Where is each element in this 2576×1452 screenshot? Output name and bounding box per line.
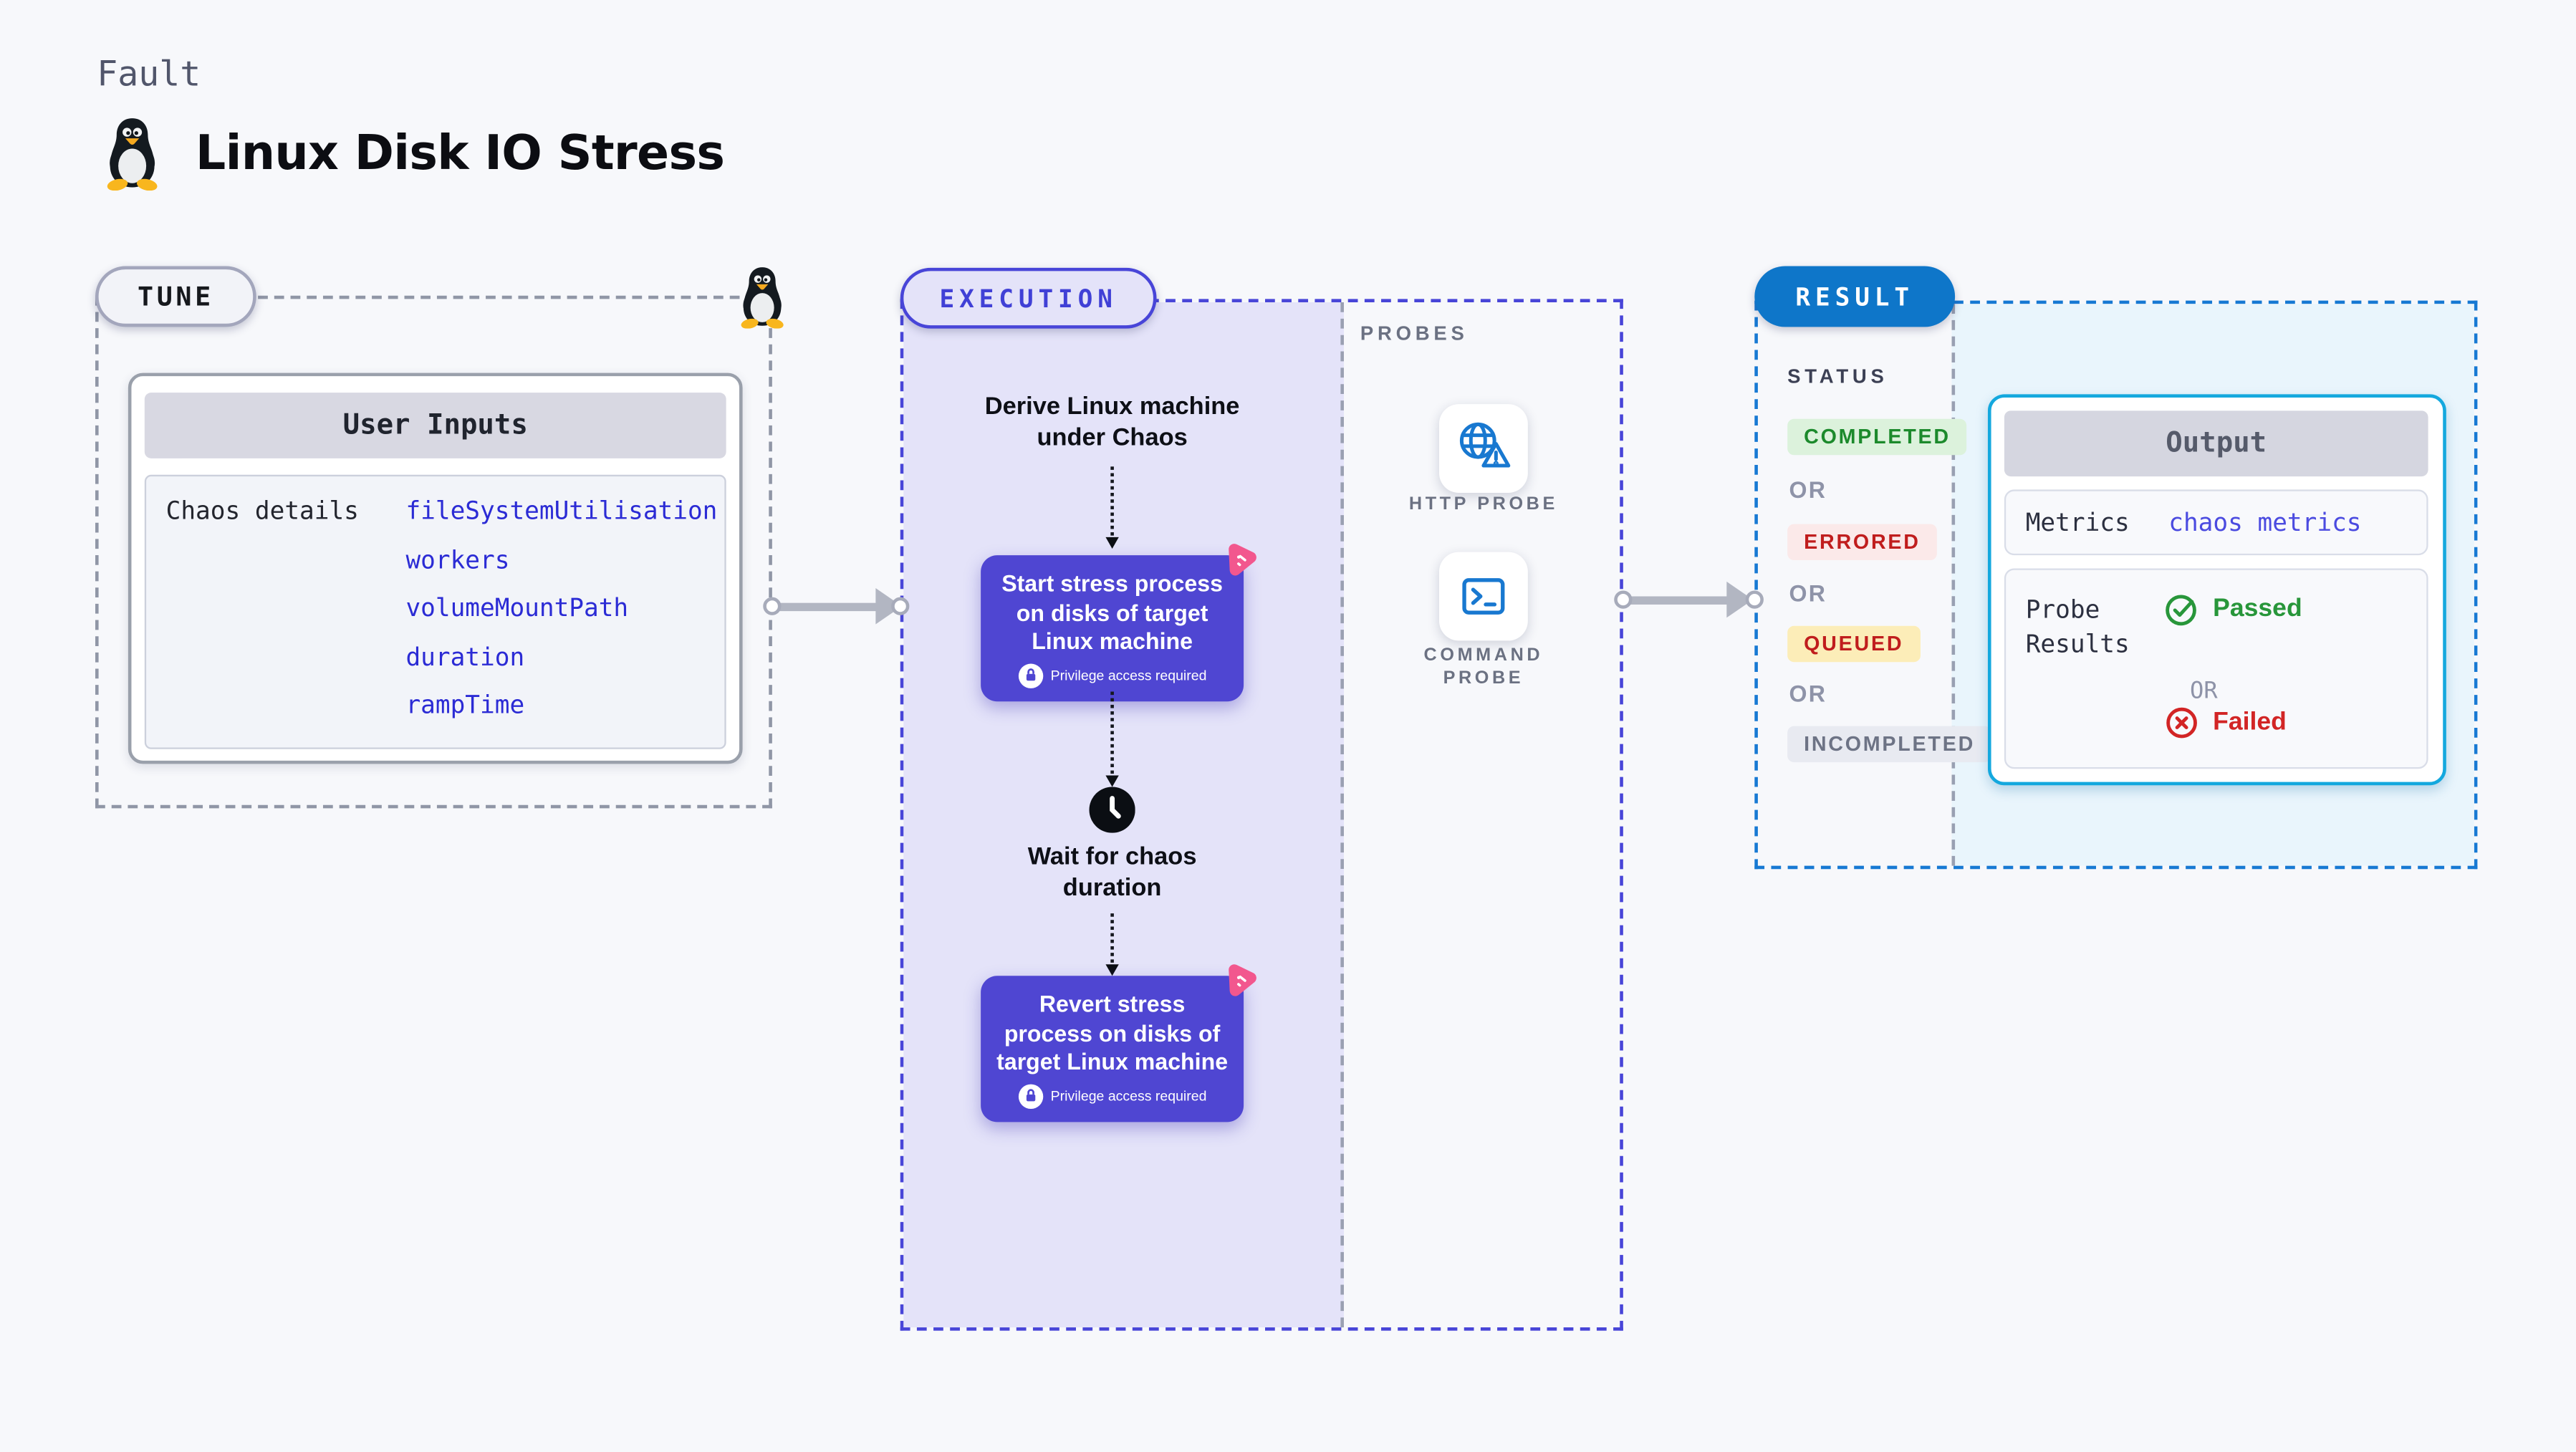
lock-icon [1017, 663, 1043, 688]
result-badge: RESULT [1754, 266, 1956, 327]
user-inputs-body: Chaos details fileSystemUtilisation work… [144, 474, 726, 749]
privilege-row: Privilege access required [994, 663, 1230, 688]
status-or: OR [1789, 580, 1827, 607]
chaos-logo-icon [1229, 544, 1256, 576]
probe-results-row: Probe Results Passed OR Failed [2004, 568, 2428, 769]
connector-dot [763, 597, 782, 615]
connector-dot [891, 597, 910, 615]
param-item: duration [405, 641, 525, 671]
derive-step-label: Derive Linux machine under Chaos [984, 393, 1240, 452]
param-item: fileSystemUtilisation [405, 496, 718, 526]
metrics-row: Metrics chaos metrics [2004, 489, 2428, 556]
status-badge-queued: QUEUED [1787, 625, 1921, 663]
tune-badge: TUNE [95, 266, 256, 327]
status-or: OR [1789, 680, 1827, 707]
tune-container [95, 295, 772, 809]
failed-label: Failed [2213, 708, 2287, 736]
revert-stress-node: Revert stress process on disks of target… [981, 964, 1256, 1122]
x-circle-icon [2166, 707, 2197, 739]
clock-icon [1089, 787, 1135, 833]
check-circle-icon [2166, 595, 2196, 626]
user-inputs-header: User Inputs [144, 393, 726, 458]
command-probe-label: COMMAND PROBE [1423, 645, 1544, 688]
tux-penguin-small-icon [741, 267, 784, 329]
param-item: workers [405, 544, 510, 574]
start-stress-label: Start stress process on disks of target … [1001, 569, 1223, 654]
status-label: STATUS [1787, 365, 1888, 388]
connector-line [1626, 595, 1729, 604]
flow-dotted-line [1110, 691, 1114, 774]
execution-badge: EXECUTION [900, 267, 1157, 329]
connector-dot [1745, 590, 1764, 609]
metrics-label: Metrics [2025, 507, 2130, 537]
status-badge-errored: ERRORED [1787, 524, 1937, 561]
param-item: rampTime [405, 690, 525, 720]
privilege-row: Privilege access required [994, 1083, 1230, 1108]
command-probe-card [1438, 552, 1528, 641]
privilege-label: Privilege access required [1050, 667, 1207, 684]
lock-icon [1017, 1083, 1043, 1108]
revert-stress-label: Revert stress process on disks of target… [996, 990, 1229, 1074]
http-probe-label: HTTP PROBE [1408, 494, 1558, 514]
connector-dot [1614, 590, 1633, 609]
flow-dotted-line [1110, 466, 1114, 536]
flow-dotted-line [1110, 913, 1114, 963]
status-badge-completed: COMPLETED [1787, 418, 1967, 456]
http-probe-card [1438, 404, 1528, 494]
flow-arrowhead-icon [1105, 537, 1119, 549]
user-inputs-card: User Inputs Chaos details fileSystemUtil… [128, 372, 743, 764]
failed-result: Failed [2163, 705, 2287, 741]
page-title: Linux Disk IO Stress [195, 125, 725, 181]
connector-line [775, 602, 878, 610]
flow-arrowhead-icon [1105, 964, 1119, 976]
probe-results-label: Probe Results [2025, 595, 2130, 659]
status-or: OR [1789, 476, 1827, 503]
wait-step-label: Wait for chaos duration [1027, 842, 1197, 903]
start-stress-node: Start stress process on disks of target … [981, 544, 1256, 701]
globe-warning-icon [1459, 422, 1511, 468]
passed-label: Passed [2213, 595, 2302, 623]
output-card: Output Metrics chaos metrics Probe Resul… [1987, 394, 2446, 786]
metrics-value: chaos metrics [2168, 507, 2362, 537]
terminal-icon [1462, 578, 1505, 615]
flow-arrowhead-icon [1105, 775, 1119, 787]
chaos-details-label: Chaos details [165, 496, 359, 526]
probes-label: PROBES [1360, 322, 1469, 345]
passed-result: Passed [2163, 592, 2302, 628]
probe-results-or: OR [2190, 678, 2218, 705]
fault-eyebrow: Fault [97, 54, 201, 94]
title-row: Linux Disk IO Stress [99, 115, 725, 191]
status-badge-incompleted: INCOMPLETED [1787, 726, 1991, 763]
chaos-logo-icon [1229, 964, 1256, 996]
tux-penguin-icon [107, 118, 158, 191]
privilege-label: Privilege access required [1050, 1087, 1207, 1105]
output-header: Output [2004, 410, 2428, 477]
param-item: volumeMountPath [405, 592, 629, 623]
